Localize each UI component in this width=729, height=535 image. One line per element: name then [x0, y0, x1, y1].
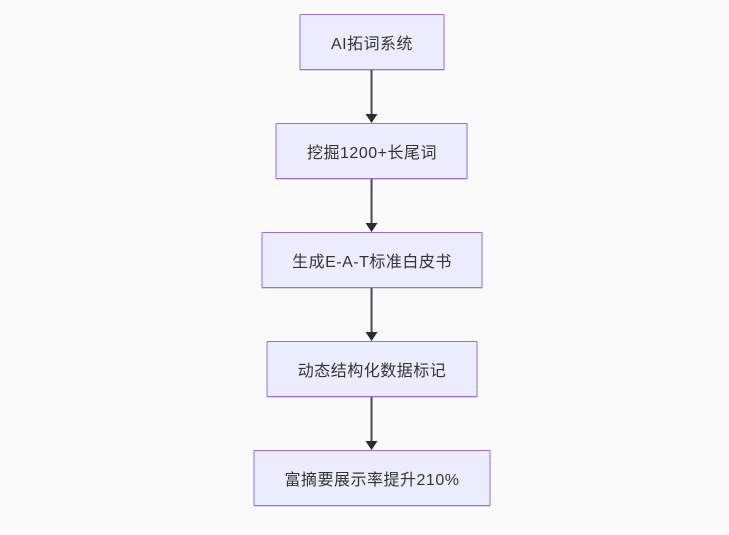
arrow-line — [371, 179, 373, 223]
arrowhead-down-icon — [366, 332, 378, 341]
flow-node-ai-keyword-system: AI拓词系统 — [299, 14, 445, 70]
arrow-line — [371, 397, 373, 441]
flow-arrow-1 — [366, 70, 378, 123]
flow-arrow-2 — [366, 179, 378, 232]
flow-node-rich-snippet-uplift: 富摘要展示率提升210% — [253, 450, 491, 506]
arrowhead-down-icon — [366, 441, 378, 450]
node-label: 富摘要展示率提升210% — [284, 472, 460, 489]
flowchart: AI拓词系统 挖掘1200+长尾词 生成E-A-T标准白皮书 动态结构化数据标记… — [253, 14, 491, 506]
node-label: 生成E-A-T标准白皮书 — [292, 254, 452, 271]
arrow-line — [371, 288, 373, 332]
node-label: 挖掘1200+长尾词 — [307, 145, 437, 162]
flow-node-eat-whitepaper: 生成E-A-T标准白皮书 — [261, 232, 483, 288]
node-label: 动态结构化数据标记 — [297, 363, 447, 380]
flow-node-longtail-mining: 挖掘1200+长尾词 — [276, 123, 468, 179]
arrowhead-down-icon — [366, 114, 378, 123]
node-label: AI拓词系统 — [330, 36, 414, 53]
arrowhead-down-icon — [366, 223, 378, 232]
arrow-line — [371, 70, 373, 114]
flow-arrow-3 — [366, 288, 378, 341]
flow-node-structured-data-markup: 动态结构化数据标记 — [266, 341, 478, 397]
flow-arrow-4 — [366, 397, 378, 450]
